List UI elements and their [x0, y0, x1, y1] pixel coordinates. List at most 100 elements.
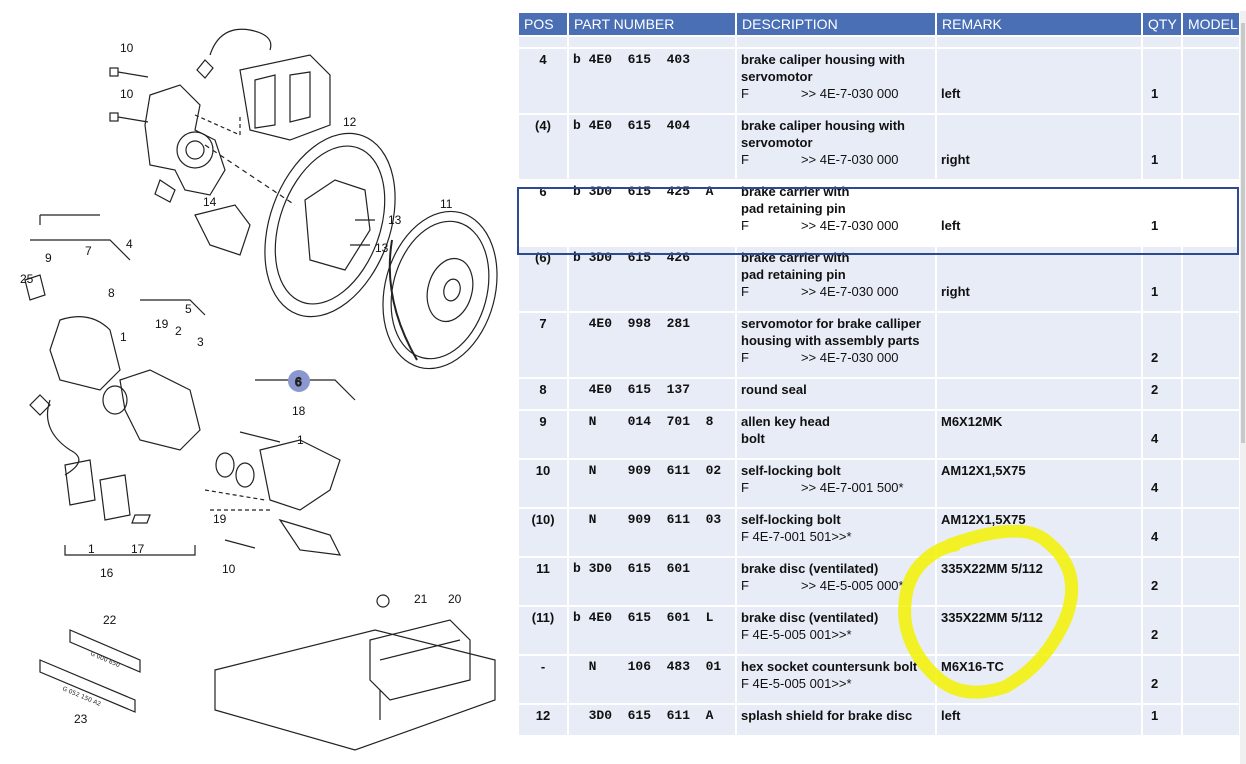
cell-part-number[interactable]: 3D0 615 611 A	[569, 705, 735, 735]
callout-number[interactable]: 3	[197, 335, 204, 349]
validity-flag: F	[741, 284, 749, 299]
cell-part-number[interactable]: b 3D0 615 601	[569, 558, 735, 605]
callout-number[interactable]: 1	[297, 433, 304, 447]
svg-text:6[interactable]: 6	[294, 374, 302, 389]
column-header-description[interactable]: DESCRIPTION	[737, 13, 935, 35]
knuckle-assembly-drawing	[109, 28, 331, 206]
cell-pos: 12	[519, 705, 567, 735]
cell-remark: M6X16-TC	[937, 656, 1141, 703]
brake-disc-drawing	[382, 210, 498, 370]
callout-number[interactable]: 11	[440, 197, 453, 211]
cell-part-number[interactable]: 4E0 615 137	[569, 379, 735, 409]
callout-number[interactable]: 5	[185, 302, 192, 316]
callout-number[interactable]: 19	[213, 512, 227, 526]
cell-model	[1183, 379, 1239, 409]
cell-part-number[interactable]: N 909 611 03	[569, 509, 735, 556]
callout-number[interactable]: 25	[20, 272, 34, 286]
callout-number[interactable]: 22	[103, 613, 117, 627]
callout-number[interactable]: 20	[448, 592, 462, 606]
callout-number[interactable]: 8	[108, 286, 115, 300]
callout-number[interactable]: 16	[100, 566, 114, 580]
callout-number[interactable]: 17	[131, 542, 145, 556]
description-line-1: brake carrier with	[741, 184, 850, 199]
column-header-model[interactable]: MODEL	[1183, 13, 1239, 35]
cell-qty: 1	[1143, 115, 1181, 179]
cell-model	[1183, 313, 1239, 377]
cell-remark: AM12X1,5X75	[937, 460, 1141, 507]
caliper-body-drawing	[24, 214, 206, 476]
exploded-parts-diagram: G 000 650 G 052 150 A2 10 10 12 14 13 13…	[0, 0, 510, 764]
description-line-2: servomotor	[741, 135, 813, 150]
cell-part-number[interactable]: 4E0 998 281	[569, 313, 735, 377]
callout-number[interactable]: 10	[120, 41, 134, 55]
description-validity: F>> 4E-7-030 000	[741, 217, 931, 234]
callout-number[interactable]: 12	[343, 115, 357, 129]
validity-range: >> 4E-7-030 000	[800, 350, 899, 365]
column-header-part-number[interactable]: PART NUMBER	[569, 13, 735, 35]
description-line-1: splash shield for brake disc	[741, 708, 913, 723]
callout-number[interactable]: 14	[203, 195, 217, 209]
callout-number[interactable]: 18	[292, 404, 306, 418]
cell-model	[1183, 705, 1239, 735]
description-validity: F 4E-7-001 501>>*	[741, 529, 852, 544]
callout-number[interactable]: 19	[155, 317, 169, 331]
cell-part-number[interactable]: b 3D0 615 426	[569, 247, 735, 311]
callout-number[interactable]: 2	[175, 324, 182, 338]
table-header-row: POS PART NUMBER DESCRIPTION REMARK QTY M…	[519, 13, 1239, 35]
cell-part-number[interactable]: N 014 701 8	[569, 411, 735, 458]
cell-part-number[interactable]: N 106 483 01	[569, 656, 735, 703]
column-header-remark[interactable]: REMARK	[937, 13, 1141, 35]
callout-number[interactable]: 10	[222, 562, 236, 576]
tube-label-1: G 000 650	[89, 650, 121, 669]
description-line-1: servomotor for brake calliper	[741, 316, 921, 331]
cell-remark: M6X12MK	[937, 411, 1141, 458]
callout-number[interactable]: 13	[375, 241, 389, 255]
column-header-pos[interactable]: POS	[519, 13, 567, 35]
cell-remark	[937, 379, 1141, 409]
callout-number[interactable]: 1	[120, 330, 127, 344]
description-validity: F>> 4E-7-001 500*	[741, 479, 931, 496]
cell-model	[1183, 460, 1239, 507]
callout-number[interactable]: 9	[45, 251, 52, 265]
callout-number[interactable]: 1	[88, 542, 95, 556]
cell-remark: left	[937, 49, 1141, 113]
cell-part-number[interactable]: b 3D0 615 425 A	[569, 181, 735, 245]
cell-qty: 2	[1143, 558, 1181, 605]
cell-pos: 11	[519, 558, 567, 605]
scrollbar-thumb[interactable]	[1241, 23, 1245, 443]
cell-pos: (4)	[519, 115, 567, 179]
cell-part-number[interactable]: N 909 611 02	[569, 460, 735, 507]
cell-remark: right	[937, 115, 1141, 179]
vertical-scrollbar[interactable]	[1240, 11, 1246, 764]
cell-qty: 4	[1143, 460, 1181, 507]
callout-number[interactable]: 10	[120, 87, 134, 101]
description-validity: F>> 4E-7-030 000	[741, 349, 931, 366]
carrier-bracket-drawing	[204, 379, 356, 556]
callout-number[interactable]: 13	[388, 213, 402, 227]
cell-part-number[interactable]: b 4E0 615 403	[569, 49, 735, 113]
cell-part-number[interactable]: b 4E0 615 404	[569, 115, 735, 179]
callout-number[interactable]: 21	[414, 592, 428, 606]
callout-number[interactable]: 23	[74, 712, 88, 726]
column-header-qty[interactable]: QTY	[1143, 13, 1181, 35]
callout-number[interactable]: 4	[126, 237, 133, 251]
table-row[interactable]: 12 3D0 615 611 A splash shield for brake …	[519, 705, 1239, 735]
callout-badge-selected[interactable]: 6	[288, 370, 310, 392]
cell-part-number[interactable]: b 4E0 615 601 L	[569, 607, 735, 654]
callout-number[interactable]: 7	[85, 244, 92, 258]
